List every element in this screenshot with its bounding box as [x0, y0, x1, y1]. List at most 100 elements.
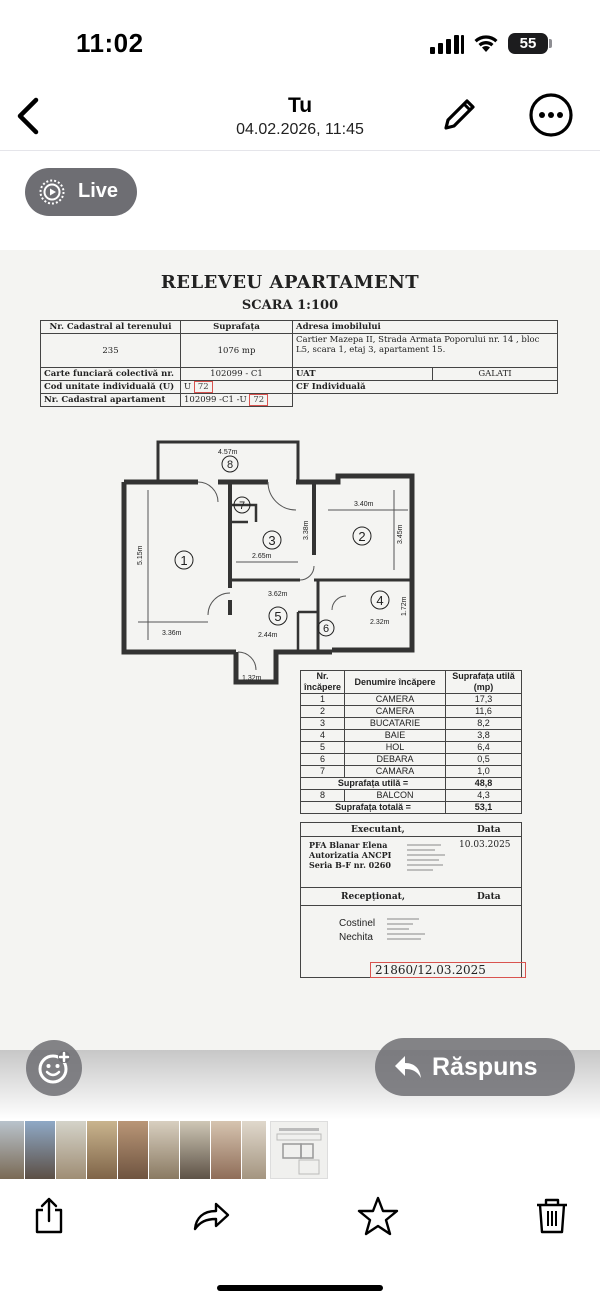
bottom-toolbar — [0, 1186, 600, 1246]
document-thumbnail-preview — [276, 1128, 322, 1175]
photo-thumbnail[interactable] — [25, 1121, 55, 1179]
total-label: Suprafața totală = — [300, 801, 446, 814]
forward-arrow-icon[interactable] — [190, 1194, 234, 1238]
room-name: CAMERA — [344, 705, 446, 718]
room-number-5: 5 — [274, 609, 281, 624]
room-number-8: 8 — [227, 459, 233, 471]
room-number-7: 7 — [239, 500, 245, 512]
message-timestamp: 04.02.2026, 11:45 — [236, 121, 364, 138]
digital-signature-stamp — [407, 844, 445, 871]
photo-thumbnail[interactable] — [180, 1121, 210, 1179]
pencil-edit-icon[interactable] — [438, 94, 480, 136]
status-bar: 11:02 55 — [0, 0, 600, 88]
plan-dim-132: 1.32m — [242, 675, 262, 682]
back-chevron-icon[interactable] — [12, 94, 46, 138]
nr-ap-value: 102099 -C1 -U — [184, 395, 247, 405]
reply-button[interactable]: Răspuns — [375, 1038, 575, 1096]
plan-dim-265: 2.65m — [252, 553, 272, 560]
thumbnail-strip[interactable] — [0, 1121, 600, 1181]
balcon-area: 4,3 — [445, 789, 522, 802]
nr-ap-suffix: 72 — [249, 394, 269, 406]
nr-ap-cell: 102099 -C1 -U 72 — [180, 393, 293, 407]
cod-cell: U 72 — [180, 380, 293, 394]
carte-label: Carte funciară colectivă nr. — [40, 367, 181, 381]
receptionat-signature-stamp — [387, 918, 425, 940]
room-area: 17,3 — [445, 693, 522, 706]
photo-thumbnail[interactable] — [56, 1121, 86, 1179]
photo-thumbnail[interactable] — [149, 1121, 179, 1179]
live-label: Live — [78, 180, 119, 202]
photo-thumbnail[interactable] — [242, 1121, 266, 1179]
executant-date: 10.03.2025 — [459, 840, 511, 850]
photo-content[interactable]: RELEVEU APARTAMENT SCARA 1:100 Nr. Cadas… — [0, 250, 600, 1050]
live-photo-badge[interactable]: Live — [25, 168, 137, 216]
room-number-2: 2 — [358, 529, 365, 544]
battery-cap — [549, 39, 552, 48]
add-reaction-button[interactable] — [26, 1040, 82, 1096]
plan-dim-244: 2.44m — [258, 632, 278, 639]
cad-nr-value: 235 — [40, 333, 181, 368]
photo-thumbnail[interactable] — [87, 1121, 117, 1179]
share-icon[interactable] — [27, 1194, 71, 1238]
reply-label: Răspuns — [432, 1053, 538, 1081]
cad-suprafata-value: 1076 mp — [180, 333, 293, 368]
plan-dim-336: 3.36m — [162, 630, 182, 637]
util-value: 48,8 — [445, 777, 522, 790]
balcon-nr: 8 — [300, 789, 345, 802]
status-time: 11:02 — [76, 28, 144, 58]
total-value: 53,1 — [445, 801, 522, 814]
cad-adresa-value: Cartier Mazepa II, Strada Armata Poporul… — [292, 333, 558, 368]
smiley-plus-icon — [38, 1051, 70, 1084]
photo-thumbnail[interactable] — [0, 1121, 24, 1179]
room-name: DEBARA — [344, 753, 446, 766]
nr-ap-label: Nr. Cadastral apartament — [40, 393, 181, 407]
floor-plan-document: RELEVEU APARTAMENT SCARA 1:100 Nr. Cadas… — [0, 250, 600, 1050]
signer-last-name: Nechita — [339, 932, 373, 943]
room-name: CAMERA — [344, 693, 446, 706]
executant-label: Executant, — [351, 825, 405, 835]
room-area: 11,6 — [445, 705, 522, 718]
room-number-4: 4 — [376, 593, 383, 608]
photo-thumbnail-selected[interactable] — [270, 1121, 328, 1179]
more-options-icon[interactable] — [528, 92, 574, 138]
photo-thumbnail[interactable] — [211, 1121, 241, 1179]
rooms-header-nr: Nr. încăpere — [300, 670, 345, 694]
room-area: 0,5 — [445, 753, 522, 766]
trash-icon[interactable] — [530, 1194, 574, 1238]
plan-dim-457: 4.57m — [218, 449, 238, 456]
room-nr: 1 — [300, 693, 345, 706]
receptionat-label: Recepționat, — [341, 892, 405, 902]
room-area: 6,4 — [445, 741, 522, 754]
uat-label: UAT — [292, 367, 433, 381]
carte-value: 102099 - C1 — [180, 367, 293, 381]
cad-header-nr: Nr. Cadastral al terenului — [40, 320, 181, 334]
star-icon[interactable] — [356, 1194, 400, 1238]
cod-label: Cod unitate individuală (U) — [40, 380, 181, 394]
cf-label: CF Individuală — [292, 380, 558, 394]
executant-name-3: Seria B-F nr. 0260 — [309, 860, 391, 870]
document-scale: SCARA 1:100 — [241, 298, 339, 313]
rooms-header-name: Denumire încăpere — [344, 670, 446, 694]
room-number-3: 3 — [268, 533, 275, 548]
room-area: 1,0 — [445, 765, 522, 778]
room-name: BAIE — [344, 729, 446, 742]
nav-divider — [0, 150, 600, 151]
executant-name-1: PFA Blanar Elena — [309, 840, 388, 850]
executant-name-2: Autorizatia ANCPI — [309, 850, 392, 860]
room-nr: 3 — [300, 717, 345, 730]
photo-thumbnail[interactable] — [118, 1121, 148, 1179]
room-name: BUCATARIE — [344, 717, 446, 730]
plan-dim-172: 1.72m — [401, 596, 408, 616]
cadastral-table: Nr. Cadastral al terenului Suprafața Adr… — [40, 320, 558, 407]
room-number-1: 1 — [180, 553, 187, 568]
signer-first-name: Costinel — [339, 918, 376, 929]
plan-dim-338: 3.38m — [303, 520, 310, 540]
cad-header-suprafata: Suprafața — [180, 320, 293, 334]
uat-value: GALATI — [432, 367, 558, 381]
plan-dim-232: 2.32m — [370, 619, 390, 626]
cellular-signal-icon — [430, 35, 464, 54]
